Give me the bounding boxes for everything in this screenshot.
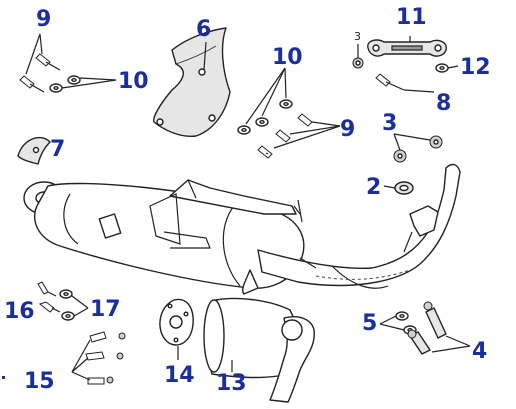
callout-3-small: 3 <box>354 30 361 43</box>
gasket-14 <box>159 298 194 360</box>
end-cap <box>17 137 51 165</box>
washers-top-left <box>49 75 81 93</box>
callout-17: 17 <box>90 297 121 322</box>
callout-8: 8 <box>436 91 451 116</box>
callout-14: 14 <box>164 363 195 388</box>
screws-top-left <box>19 53 61 93</box>
bolts-16 <box>37 281 61 313</box>
nut-3-top <box>352 44 364 69</box>
callout-9-middle: 9 <box>340 117 355 142</box>
callout-13: 13 <box>216 371 247 396</box>
screws-middle <box>257 113 313 159</box>
screws-15 <box>71 331 126 385</box>
callout-3-right: 3 <box>382 111 397 136</box>
callout-6: 6 <box>196 17 211 42</box>
callout-10-middle: 10 <box>272 45 303 70</box>
callout-16: 16 <box>4 299 35 324</box>
callout-7: 7 <box>50 137 65 162</box>
callout-11: 11 <box>396 5 427 30</box>
heat-shield <box>153 27 231 137</box>
callout-2: 2 <box>366 175 381 200</box>
callout-9-top-left: 9 <box>36 7 51 32</box>
callout-10-top-left: 10 <box>118 69 149 94</box>
stud-8 <box>375 73 435 93</box>
washer-12 <box>435 63 459 73</box>
washers-17 <box>59 289 89 321</box>
gasket-2 <box>383 181 414 195</box>
leader-lines-9-10-left <box>25 33 117 89</box>
stray-mark <box>2 376 5 379</box>
callout-5: 5 <box>362 311 377 336</box>
washers-middle <box>237 99 293 135</box>
callout-4: 4 <box>472 339 487 364</box>
tail-silencer <box>203 297 315 403</box>
callout-12: 12 <box>460 55 491 80</box>
flange-plate <box>367 39 447 57</box>
bolts-4 <box>407 301 471 355</box>
callout-labels: 9 10 6 10 9 7 11 3 12 8 3 2 16 17 15 14 … <box>4 5 491 396</box>
leader-lines-9-10-middle <box>245 67 341 149</box>
callout-15: 15 <box>24 369 55 394</box>
muffler-body <box>23 163 461 295</box>
nuts-3-right <box>393 133 443 163</box>
